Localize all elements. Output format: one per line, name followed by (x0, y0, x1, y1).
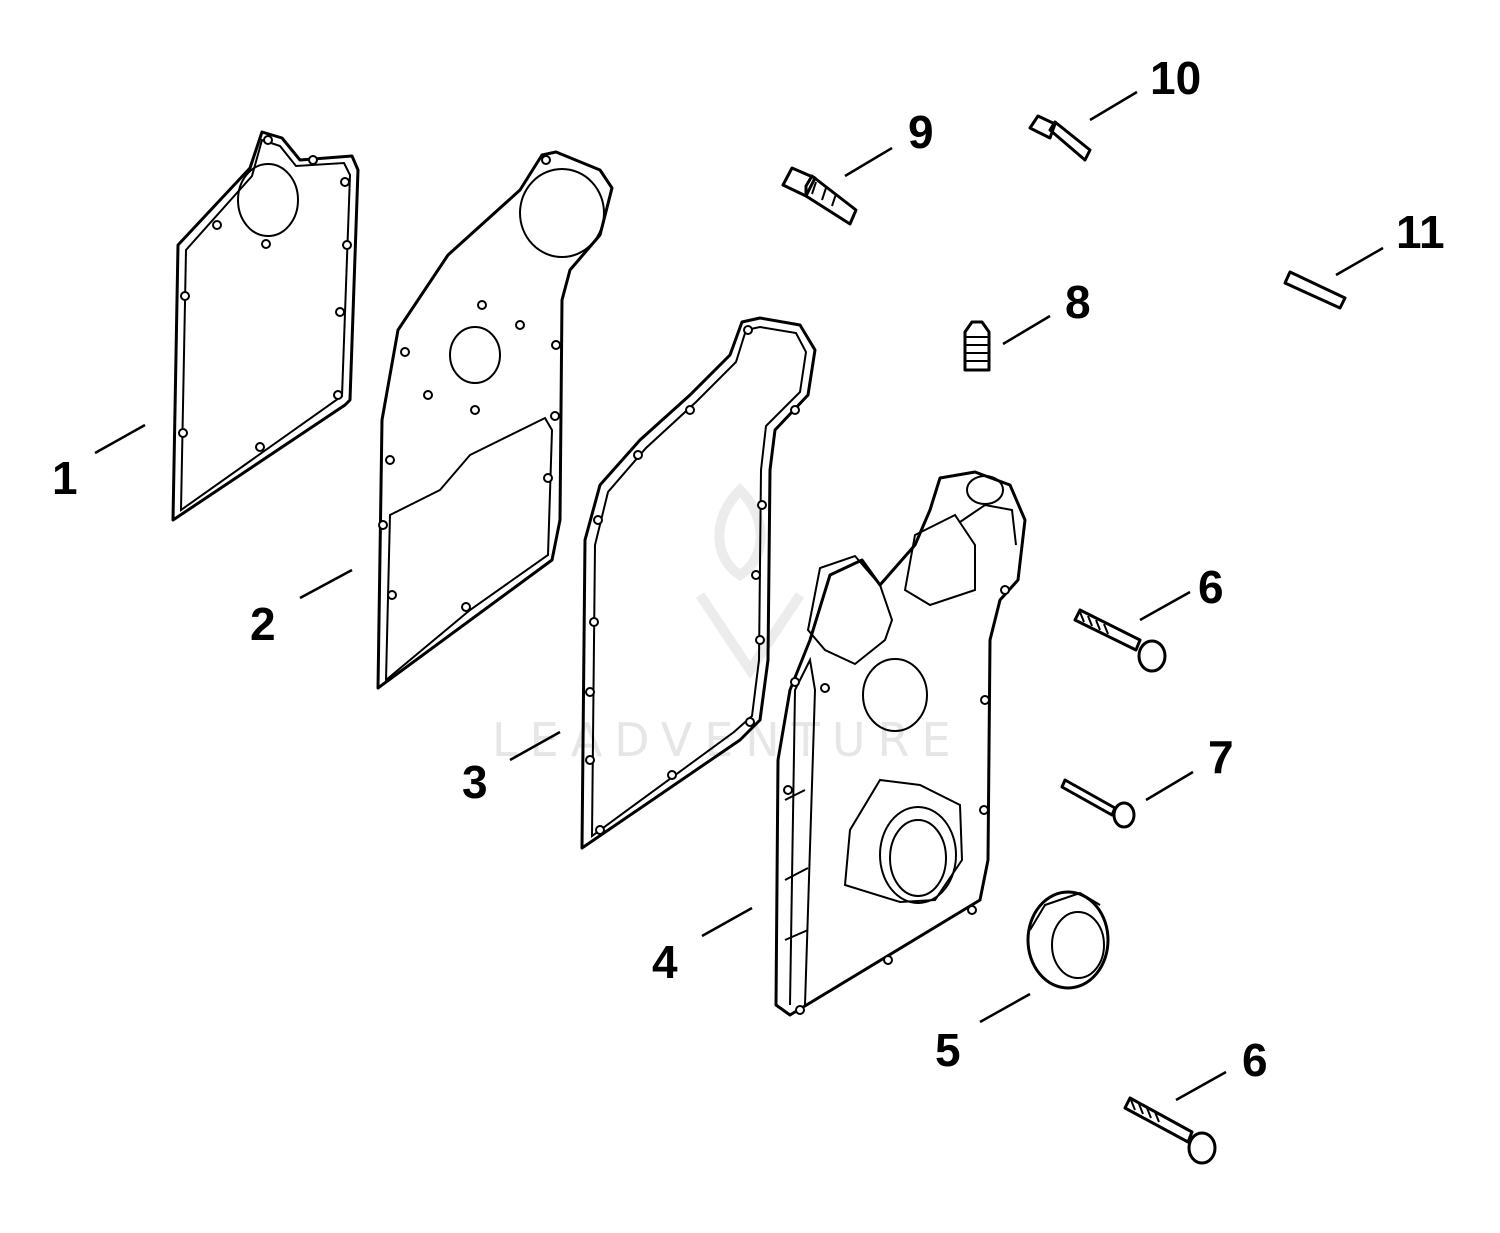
callout-11: 11 (1396, 206, 1445, 258)
callout-8: 8 (1065, 276, 1091, 328)
part-bolt-6a[interactable] (1073, 608, 1167, 673)
watermark-logo-icon (695, 482, 805, 680)
callout-4: 4 (652, 936, 678, 988)
part-plate-2[interactable] (376, 150, 614, 690)
part-fitting-8[interactable] (963, 320, 991, 372)
watermark: LEADVENTURE (492, 482, 963, 767)
part-bolt-10[interactable] (1028, 114, 1092, 162)
part-bolt-7[interactable] (1060, 778, 1136, 829)
callout-labels: 1 2 3 4 5 6 6 7 8 9 10 11 (52, 52, 1445, 1086)
watermark-text: LEADVENTURE (492, 713, 963, 767)
callout-9: 9 (908, 106, 934, 158)
part-gasket-1[interactable] (171, 130, 360, 522)
leader-10 (1089, 90, 1138, 122)
part-pin-11[interactable] (1283, 270, 1347, 310)
leader-1 (94, 423, 146, 455)
leader-7 (1145, 770, 1194, 802)
leader-11 (1335, 246, 1384, 277)
callout-10: 10 (1150, 52, 1201, 104)
callout-7: 7 (1208, 731, 1234, 783)
callout-6a: 6 (1198, 561, 1224, 613)
part-bolt-6b[interactable] (1123, 1096, 1217, 1165)
part-cover-4[interactable] (774, 470, 1027, 1017)
callout-5: 5 (935, 1024, 961, 1076)
leader-6b (1175, 1070, 1227, 1102)
leader-2 (299, 568, 353, 600)
leader-6a (1139, 590, 1191, 622)
callout-3: 3 (462, 756, 488, 808)
leader-lines (94, 90, 1384, 1102)
leader-8 (1002, 314, 1051, 346)
leader-3 (509, 730, 561, 762)
part-bolt-9[interactable] (781, 166, 858, 226)
part-seal-5[interactable] (1026, 890, 1110, 990)
leader-5 (979, 992, 1031, 1024)
part-gasket-3[interactable] (580, 316, 817, 850)
leader-4 (701, 906, 753, 938)
callout-2: 2 (250, 598, 276, 650)
callout-1: 1 (52, 452, 78, 504)
callout-6b: 6 (1242, 1034, 1268, 1086)
leader-9 (844, 146, 893, 178)
